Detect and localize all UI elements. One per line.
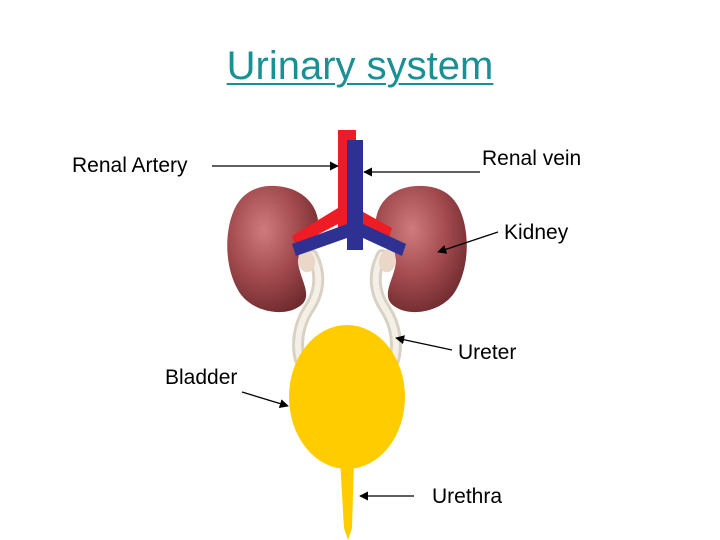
label-renal-artery: Renal Artery <box>72 154 188 177</box>
right-kidney-hilum <box>378 246 396 273</box>
right-kidney <box>375 185 467 313</box>
label-ureter: Ureter <box>458 341 517 364</box>
vena-cava <box>347 140 363 250</box>
left-renal-vein <box>292 224 347 256</box>
label-bladder: Bladder <box>165 366 238 389</box>
bladder-arrow <box>241 391 289 408</box>
label-renal-vein: Renal vein <box>482 147 582 170</box>
left-renal-artery <box>292 208 338 246</box>
right-ureter-inner <box>372 252 399 363</box>
left-kidney <box>227 185 319 313</box>
right-renal-vein <box>363 224 406 256</box>
right-renal-artery <box>356 208 392 240</box>
label-urethra: Urethra <box>432 485 503 508</box>
bladder <box>289 325 405 469</box>
label-kidney: Kidney <box>504 221 569 244</box>
ureter-arrow <box>395 335 453 351</box>
left-ureter-inner <box>295 252 322 363</box>
page-title: Urinary system <box>226 44 494 88</box>
urethra <box>340 460 354 540</box>
kidney-arrow <box>437 231 499 254</box>
